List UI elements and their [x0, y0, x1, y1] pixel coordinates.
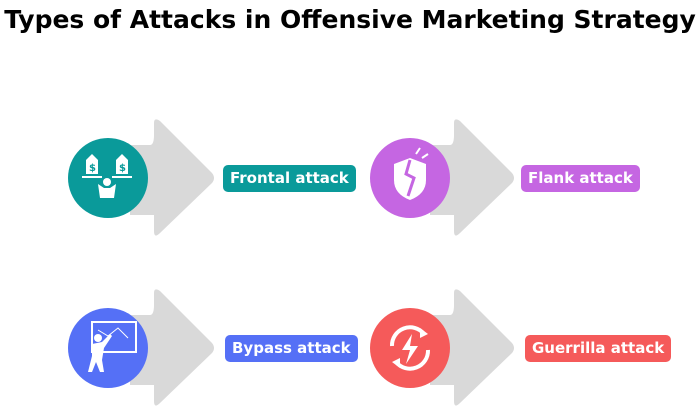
flank-attack-label: Flank attack: [521, 165, 640, 192]
arrow-shape: [130, 289, 214, 406]
frontal-attack-icon-circle: $ $: [68, 138, 148, 218]
arrow-shape: [430, 289, 514, 406]
arrow-shape: [430, 119, 514, 236]
frontal-attack-label: Frontal attack: [223, 165, 356, 192]
svg-text:$: $: [89, 163, 96, 174]
arrow-shape: [130, 119, 214, 236]
bypass-attack-icon-circle: [68, 308, 148, 388]
broken-shield-icon: [394, 147, 429, 200]
bypass-attack-label: Bypass attack: [225, 335, 358, 362]
svg-text:$: $: [119, 163, 126, 174]
guerrilla-attack-icon-circle: [370, 308, 450, 388]
price-comparison-icon: $ $: [82, 154, 132, 198]
guerrilla-attack-label: Guerrilla attack: [525, 335, 672, 362]
strategy-board-icon: [88, 321, 137, 372]
page-title: Types of Attacks in Offensive Marketing …: [4, 5, 696, 34]
flank-attack-icon-circle: [370, 138, 450, 218]
lightning-cycle-icon: [389, 325, 431, 371]
